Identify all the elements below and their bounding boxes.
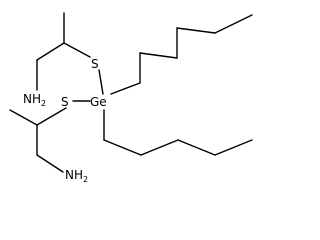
atom-label-nh2-lower-element: NH [65,168,83,182]
atom-label-ge: Ge [90,95,107,109]
atom-label-nh2-lower: NH2 [65,168,88,183]
bond-pentyl2-c4 [177,139,216,156]
bond-pentyl2-c3 [140,139,179,156]
bond-pentyl2-c2 [103,139,142,156]
bond-pentyl2-c5 [214,139,253,156]
upper-aminopropylthio-group [36,12,104,95]
atom-label-nh2-lower-subscript: 2 [83,175,88,183]
bond-pentyl1-c6 [214,14,253,34]
upper-pentyl-chain [110,14,253,95]
bond-lower-s-ch [36,107,67,126]
bond-pentyl1-c3 [139,52,178,59]
atom-label-nh2-upper: NH2 [23,92,46,108]
atom-label-s-upper: S [91,57,99,71]
atom-label-nh2-upper-element: NH [23,92,41,106]
bond-lower-ch2-n [36,154,64,173]
lower-pentyl-chain [103,109,253,156]
bond-upper-ch-s [63,42,91,58]
atom-label-nh2-upper-subscript: 2 [41,99,46,108]
lower-aminopropylthio-group [9,100,91,173]
bond-pentyl1-c1 [110,82,141,95]
molecule-structure: S Ge S NH2 NH2 [9,12,253,183]
bond-pentyl1-c5 [176,27,216,34]
bond-upper-ch-ch2 [36,42,65,61]
bond-upper-s-ge [98,69,104,95]
atom-label-s-lower: S [61,95,69,109]
bond-lower-ch-methyl [9,109,38,126]
